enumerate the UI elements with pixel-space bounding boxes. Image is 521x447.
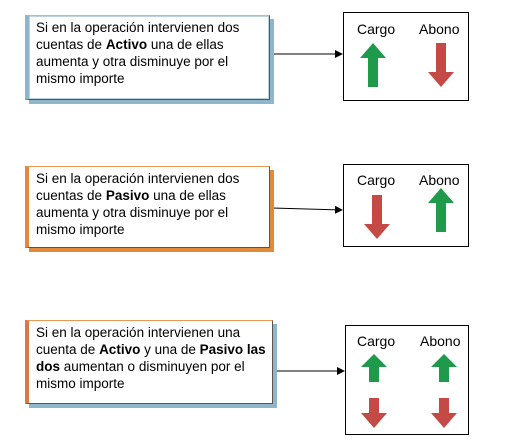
cargo-label-2: Cargo — [357, 172, 396, 188]
bold-term: Pasivo — [199, 342, 244, 357]
result-box-2: Cargo Abono — [343, 164, 469, 247]
abono-up-arrow-icon — [431, 354, 457, 382]
bold-term: Pasivo — [105, 188, 150, 203]
connector-arrow-2 — [271, 205, 343, 214]
cargo-up-arrow-icon — [361, 354, 387, 382]
description-text-2: Si en la operación intervienen dos cuent… — [36, 171, 239, 237]
text-run: Si en la operación intervienen una cuent… — [36, 325, 241, 357]
description-text-3: Si en la operación intervienen una cuent… — [36, 325, 266, 391]
abono-down-arrow-icon — [428, 43, 454, 87]
description-box-2: Si en la operación intervienen dos cuent… — [25, 166, 270, 248]
abono-label-3: Abono — [420, 333, 461, 349]
result-box-1: Cargo Abono — [343, 12, 469, 101]
text-run: aumentan o disminuyen por el mismo impor… — [36, 359, 245, 391]
text-run: Si en la operación intervienen dos cuent… — [36, 171, 240, 203]
cargo-down-arrow-icon — [361, 398, 387, 428]
cargo-label-1: Cargo — [357, 21, 396, 37]
bold-term: Activo — [105, 37, 148, 52]
abono-label-1: Abono — [419, 21, 460, 37]
bold-term: las dos — [36, 342, 266, 374]
abono-label-2: Abono — [419, 172, 460, 188]
cargo-label-3: Cargo — [357, 333, 396, 349]
cargo-up-arrow-icon — [360, 43, 386, 87]
text-run: y una de — [140, 342, 200, 357]
bold-term: Activo — [99, 342, 141, 357]
text-run: una de ellas aumenta y otra disminuye po… — [36, 37, 229, 86]
description-text-1: Si en la operación intervienen dos cuent… — [36, 20, 239, 86]
text-run: una de ellas aumenta y otra disminuye po… — [36, 188, 229, 237]
description-box-3: Si en la operación intervienen una cuent… — [25, 320, 273, 404]
result-box-3: Cargo Abono — [345, 325, 469, 435]
text-run: Si en la operación intervienen dos cuent… — [36, 20, 240, 52]
abono-down-arrow-icon — [431, 398, 457, 428]
abono-up-arrow-icon — [428, 188, 454, 232]
cargo-down-arrow-icon — [364, 195, 390, 239]
description-box-1: Si en la operación intervienen dos cuent… — [25, 15, 270, 100]
